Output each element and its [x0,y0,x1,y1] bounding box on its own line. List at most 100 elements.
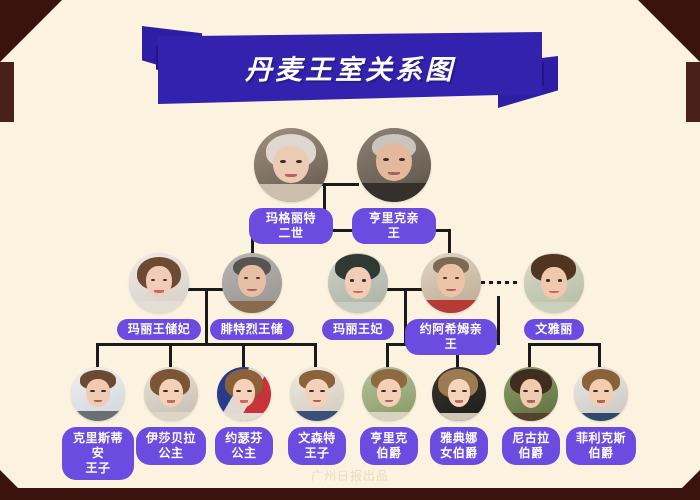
eye-right [101,389,106,392]
face-shape [85,378,111,407]
eye-right [174,390,179,393]
eye-right [534,390,539,393]
avatar [144,367,198,421]
mouth [93,399,103,403]
avatar [362,367,416,421]
avatar [574,367,628,421]
corner-decoration-top-left [0,0,62,62]
eye-right [247,390,252,393]
eye-left [309,389,314,392]
connector-branch-vincent [314,343,317,369]
face-shape [377,378,401,407]
mouth [154,290,164,293]
face-shape [305,378,329,407]
connector-gen1-drop [323,183,326,231]
eye-left [451,390,456,393]
mouth [353,290,363,294]
source-credit: 广州日报出品 [310,469,389,483]
eye-right [399,157,406,161]
eye-right [162,278,168,282]
person-label: 文森特 王子 [288,427,346,465]
connector-drop-alexandra-children [497,296,500,345]
clothing [129,301,189,313]
connector-bus-alexandra-children [528,343,601,346]
avatar [357,128,431,202]
clothing [504,413,558,421]
connector-branch-felix [598,343,601,369]
person-node-count-nikolai[interactable]: 尼古拉 伯爵 [495,367,567,465]
connector-branch-christian [96,343,99,369]
avatar [432,367,486,421]
person-label: 菲利克斯 伯爵 [565,427,636,465]
connector-bus-frederik-children [96,343,317,346]
eye-right [604,390,609,393]
face-shape [238,265,266,298]
eye-left [545,279,551,282]
person-label: 约阿希姆亲王 [405,319,497,355]
clothing [357,182,431,202]
eye-left [90,389,95,392]
person-node-prince-christian[interactable]: 克里斯蒂安 王子 [62,367,134,480]
eye-right [392,389,397,392]
person-label: 亨里克 伯爵 [360,427,418,465]
connector-branch-henrik [386,343,389,369]
face-shape [447,378,471,407]
connector-drop-marie-children [404,288,407,345]
person-label: 玛丽王储妃 [116,319,202,340]
person-node-prince-vincent[interactable]: 文森特 王子 [281,367,353,465]
eye-left [150,278,156,282]
side-decoration-right [686,62,700,122]
connector-gen2-branch-joachim [448,229,451,257]
person-node-princess-marie[interactable]: 玛丽王妃 [312,253,404,340]
person-node-count-felix[interactable]: 菲利克斯 伯爵 [565,367,637,465]
person-label: 玛格丽特二世 [249,208,333,244]
clothing [222,301,282,313]
avatar [504,367,558,421]
mouth [446,289,456,292]
mouth [312,399,322,403]
side-decoration-left [0,62,14,122]
mouth [388,172,400,176]
clothing [362,412,416,421]
clothing [432,413,486,421]
face-shape [376,142,412,182]
person-node-count-henrik[interactable]: 亨里克 伯爵 [353,367,425,465]
person-node-prince-joachim[interactable]: 约阿希姆亲王 [405,253,497,355]
clothing [524,302,584,313]
person-node-crown-prince-frederik[interactable]: 腓特烈王储 [206,253,298,340]
face-shape [437,263,465,298]
connector-gen2-bus [251,229,451,232]
eye-left [442,277,448,280]
ribbon-body: 丹麦王室关系图 [158,32,542,104]
mouth [454,400,464,403]
clothing [328,302,388,313]
eye-left [593,390,598,393]
avatar [421,253,481,313]
avatar [222,253,282,313]
person-node-crown-princess-mary[interactable]: 玛丽王储妃 [113,253,205,340]
eye-left [382,157,389,161]
eye-right [454,277,460,280]
person-node-alexandra[interactable]: 文雅丽 [508,253,600,340]
avatar [217,367,271,421]
eye-left [243,277,249,280]
eye-right [320,389,325,392]
avatar [254,128,328,202]
person-node-princess-josephine[interactable]: 约瑟芬 公主 [208,367,280,465]
person-node-prince-henrik[interactable]: 亨里克亲王 [352,128,436,244]
person-label: 约瑟芬 公主 [215,427,273,465]
eye-left [279,159,286,163]
person-node-margrethe-ii[interactable]: 玛格丽特二世 [249,128,333,244]
mouth [384,399,394,403]
person-node-countess-athena[interactable]: 雅典娜 女伯爵 [423,367,495,465]
connector-branch-nikolai [528,343,531,369]
person-label: 文雅丽 [524,319,584,340]
eye-right [255,277,261,280]
person-label: 克里斯蒂安 王子 [62,427,134,480]
person-node-princess-isabella[interactable]: 伊莎贝拉 公主 [135,367,207,465]
clothing [421,299,481,313]
mouth [239,400,249,403]
mouth [166,400,176,403]
face-shape [519,378,543,409]
